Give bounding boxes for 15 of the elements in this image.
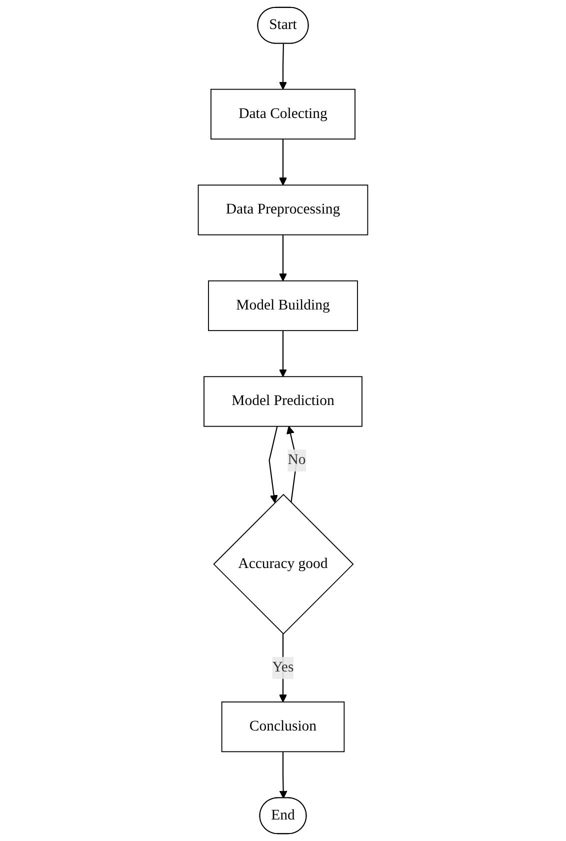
- arrow: [286, 426, 298, 503]
- arrow: [278, 234, 288, 282]
- node-diamond: Accuracy good: [213, 494, 354, 634]
- arrow: [278, 44, 288, 90]
- arrow: [279, 752, 288, 799]
- node-box: Model Building: [208, 280, 358, 332]
- arrow: [278, 139, 288, 186]
- node-box: Model Prediction: [204, 376, 362, 427]
- arrow: [278, 330, 288, 377]
- node-box: Conclusion: [221, 702, 345, 752]
- arrow: [268, 426, 278, 503]
- node-box: Data Preprocessing: [198, 184, 368, 236]
- edge-label: Yes: [272, 660, 294, 676]
- edge-label: No: [288, 452, 306, 468]
- node-box: Data Colecting: [210, 88, 356, 140]
